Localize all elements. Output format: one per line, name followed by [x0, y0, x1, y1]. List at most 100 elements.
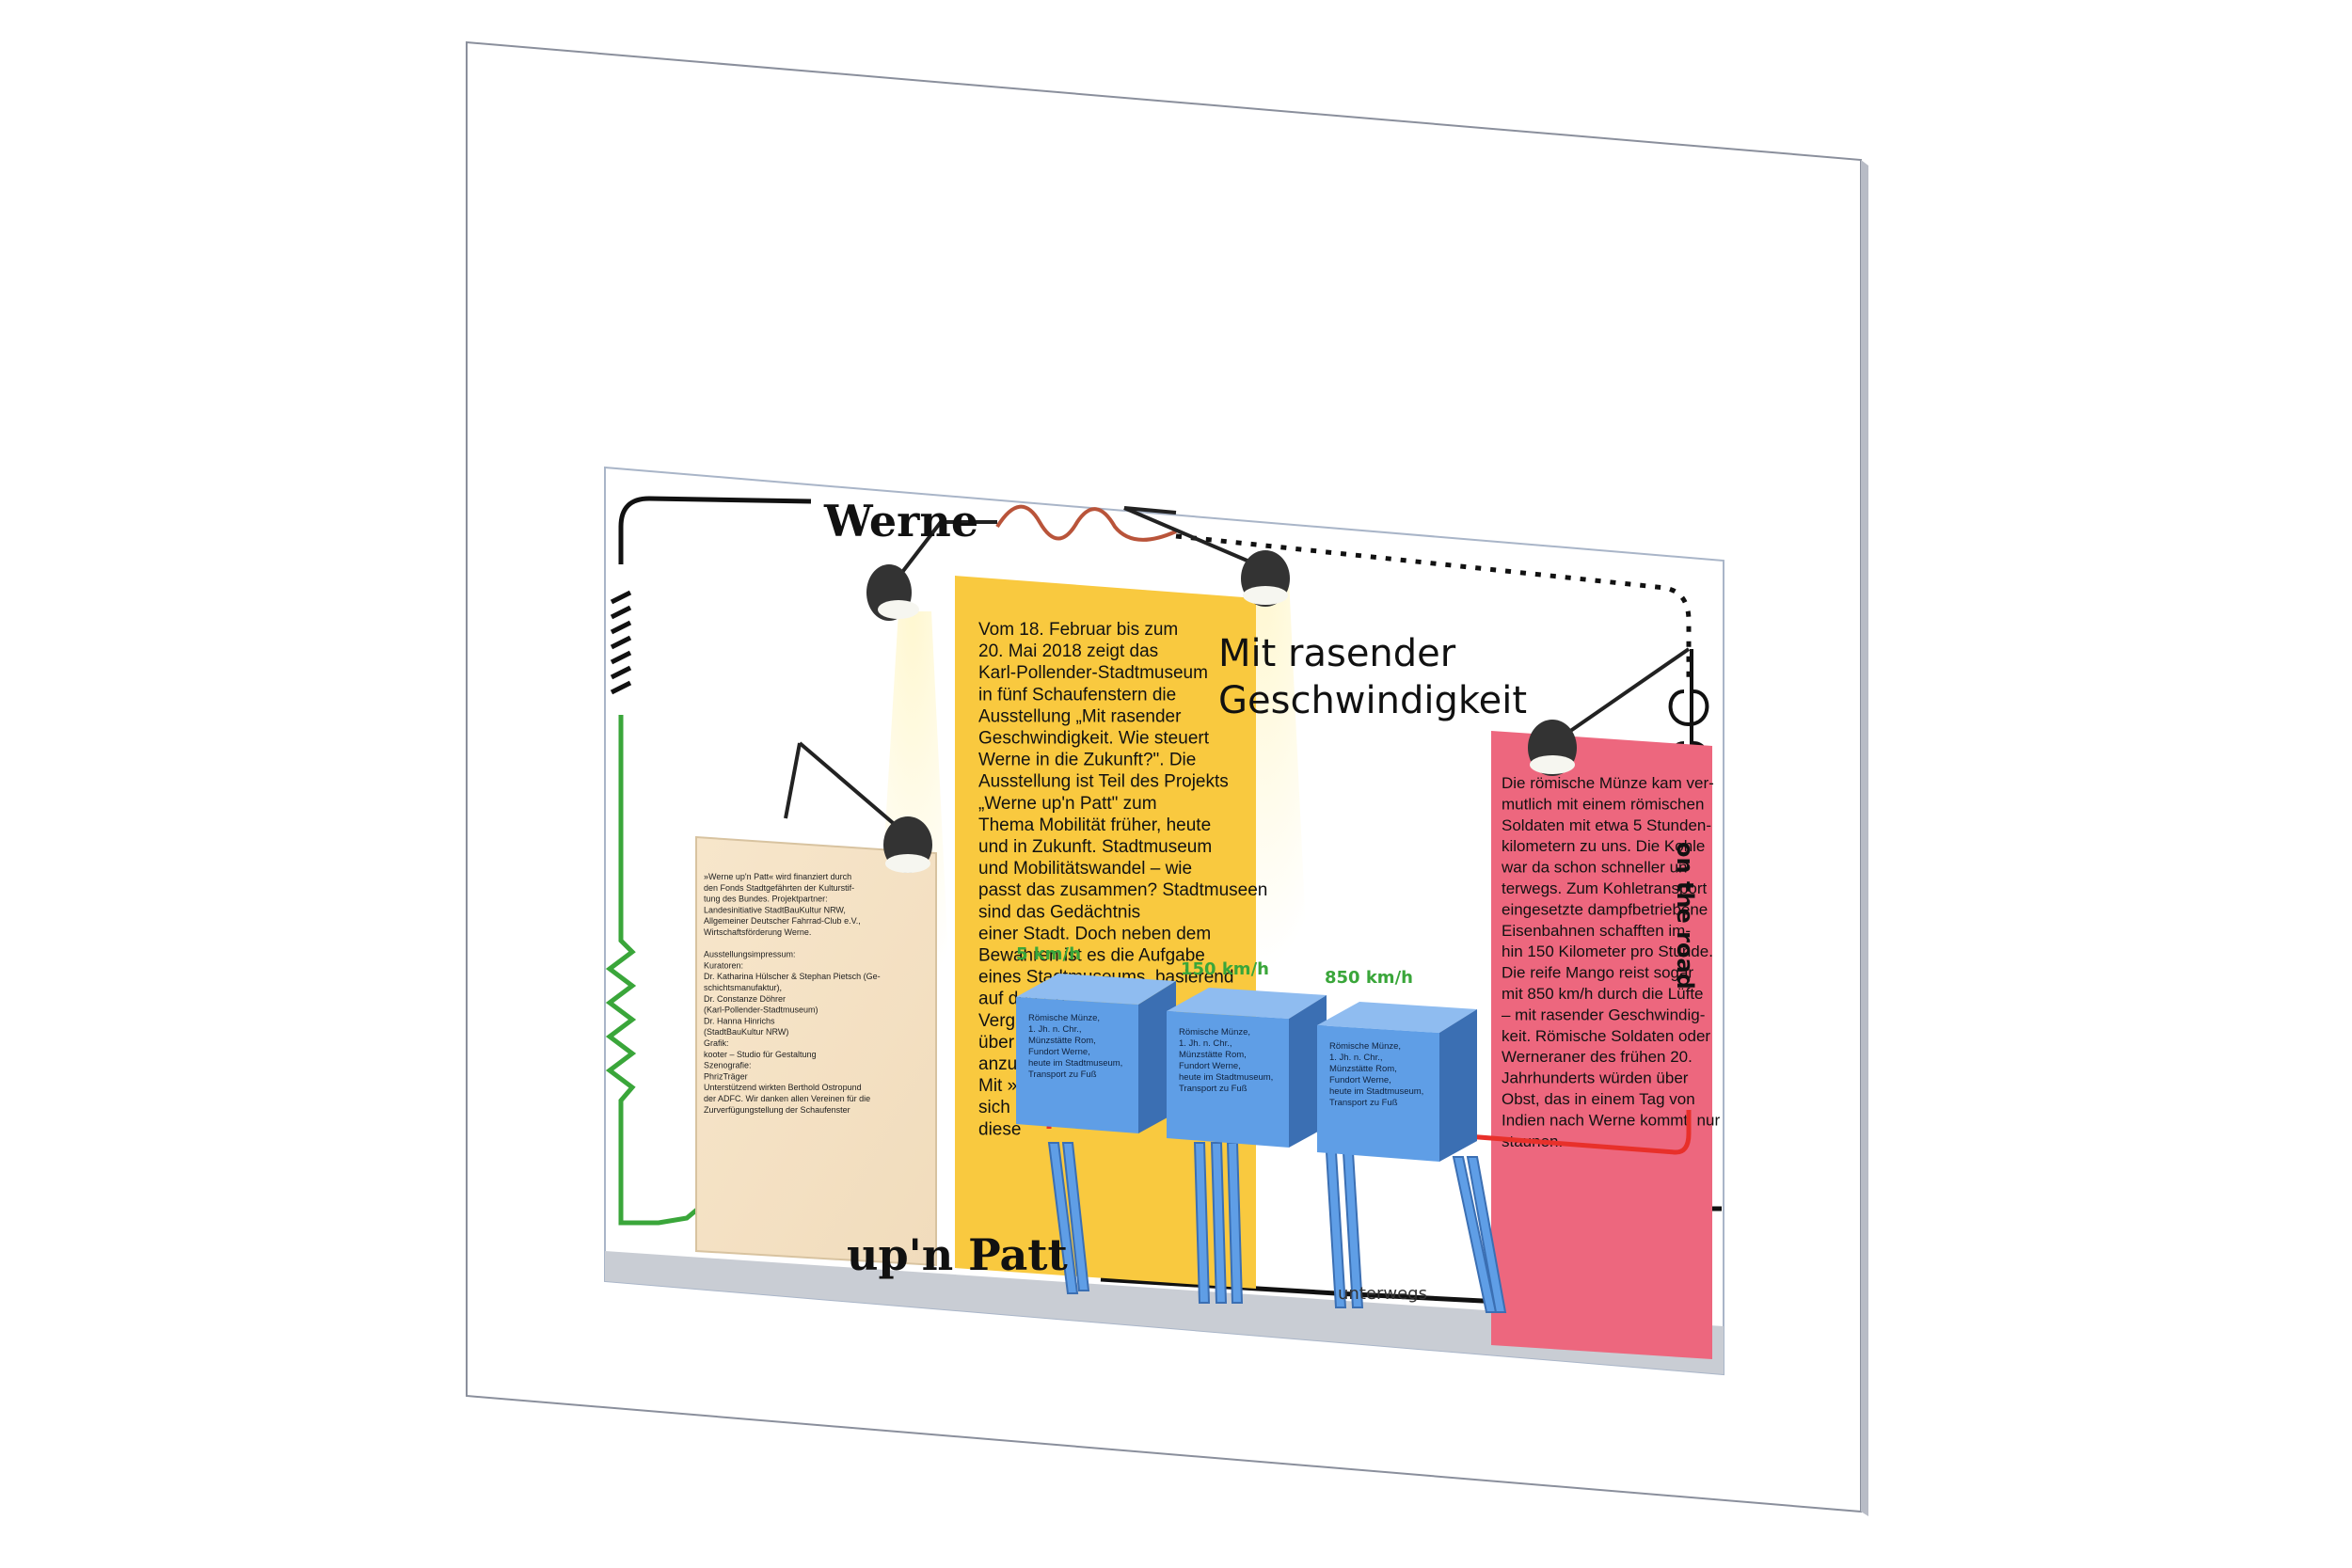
pink-panel-highlight	[1491, 731, 1712, 1359]
exhibition-title-line-2: Geschwindigkeit	[1218, 679, 1527, 722]
yellow-text-line: diese	[978, 1119, 1021, 1139]
pink-text-line: – mit rasender Geschwindig-	[1502, 1006, 1705, 1023]
yellow-text-line: Karl-Pollender-Stadtmuseum	[978, 663, 1208, 683]
exhibit-box-3: Römische Münze,1. Jh. n. Chr.,Münzstätte…	[1317, 1002, 1477, 1162]
pink-text-line: Werneraner des frühen 20.	[1502, 1048, 1692, 1066]
yellow-text-line: Bewahren ist es die Aufgabe	[978, 946, 1205, 966]
pink-text-line: eingesetzte dampfbetriebene	[1502, 900, 1708, 918]
wood-text-line: Kuratoren:	[704, 960, 743, 970]
yellow-text-line: Verga	[978, 1011, 1025, 1031]
pink-text-line: kilometern zu uns. Die Kohle	[1502, 837, 1705, 855]
box-text-2-line: heute im Stadtmuseum,	[1329, 1086, 1423, 1097]
box-text-0-line: Münzstätte Rom,	[1028, 1036, 1096, 1046]
exhibition-title-line-1: Mit rasender	[1218, 632, 1456, 675]
wood-text-line: (StadtBauKultur NRW)	[704, 1027, 788, 1037]
wood-text-line: Dr. Hanna Hinrichs	[704, 1016, 775, 1025]
box-text-1-line: Transport zu Fuß	[1179, 1084, 1248, 1094]
yellow-text-line: Werne in die Zukunft?". Die	[978, 751, 1196, 770]
pink-panel	[1491, 731, 1712, 1359]
pink-text-line: war da schon schneller un	[1501, 859, 1688, 877]
pink-text-line: hin 150 Kilometer pro Stunde.	[1502, 942, 1713, 960]
wood-panel-text: »Werne up'n Patt« wird finanziert durch d…	[704, 872, 881, 1115]
yellow-text-line: sich	[978, 1098, 1010, 1117]
yellow-text-line: und in Zukunft. Stadtmuseum	[978, 837, 1212, 857]
pink-text-line: Eisenbahnen schafften im-	[1502, 922, 1691, 940]
yellow-text-line: Ausstellung ist Teil des Projekts	[978, 772, 1229, 792]
yellow-text-line: und Mobilitätswandel – wie	[978, 859, 1192, 879]
wood-text-line: »Werne up'n Patt« wird finanziert durch	[704, 872, 851, 881]
wood-text-line: Unterstützend wirkten Berthold Ostropund	[704, 1083, 862, 1092]
exhibit-box-1: Römische Münze,1. Jh. n. Chr.,Münzstätte…	[1016, 974, 1176, 1133]
up-n-patt-logo-text: up'n Patt	[847, 1229, 1069, 1280]
wood-text-line: Grafik:	[704, 1038, 729, 1048]
exhibit-box-3-label: Römische Münze,1. Jh. n. Chr.,Münzstätte…	[1329, 1041, 1423, 1108]
wood-text-line: Landesinitiative StadtBauKultur NRW,	[704, 905, 846, 914]
pink-text-line: Obst, das in einem Tag von	[1502, 1090, 1695, 1108]
box-text-2-line: 1. Jh. n. Chr.,	[1329, 1053, 1383, 1063]
exhibit-box-2-label: Römische Münze,1. Jh. n. Chr.,Münzstätte…	[1179, 1027, 1273, 1094]
box-text-0-line: 1. Jh. n. Chr.,	[1028, 1024, 1082, 1035]
wood-text-line: tung des Bundes. Projektpartner:	[704, 895, 828, 904]
yellow-text-line: Geschwindigkeit. Wie steuert	[978, 729, 1210, 749]
speed-label-150: 150 km/h	[1181, 959, 1269, 979]
pink-text-line: terwegs. Zum Kohletransport	[1502, 879, 1708, 897]
pink-text-line: mit 850 km/h durch die Lüfte	[1502, 985, 1704, 1003]
yellow-text-line: in fünf Schaufenstern die	[978, 685, 1176, 705]
unterwegs-label: unterwegs	[1338, 1284, 1427, 1304]
box-text-1-line: Fundort Werne,	[1179, 1061, 1241, 1071]
pink-text-line: Soldaten mit etwa 5 Stunden-	[1502, 816, 1711, 834]
yellow-text-line: „Werne up'n Patt" zum	[978, 794, 1157, 814]
wood-text-line: Wirtschaftsförderung Werne.	[704, 927, 811, 937]
wood-text-line: schichtsmanufaktur),	[704, 983, 782, 992]
wood-text-line: Zurverfügungstellung der Schaufenster	[704, 1105, 850, 1115]
lamp-4	[1528, 647, 1691, 776]
yellow-text-line: passt das zusammen? Stadtmuseen	[978, 880, 1267, 900]
hatch-marks	[610, 590, 632, 695]
yellow-text-line: sind das Gedächtnis	[978, 902, 1140, 922]
box-text-0-line: Fundort Werne,	[1028, 1047, 1090, 1057]
speed-label-850: 850 km/h	[1325, 968, 1413, 988]
werne-logo-text: Werne	[823, 496, 978, 546]
yellow-text-line: Mit »	[978, 1076, 1017, 1096]
pink-text-line: Die reife Mango reist sogar	[1502, 964, 1693, 982]
wood-text-line: Ausstellungsimpressum:	[704, 950, 796, 959]
yellow-text-line: anzu	[978, 1054, 1017, 1074]
lamp-2	[1123, 506, 1290, 607]
yellow-text-line: Thema Mobilität früher, heute	[978, 816, 1211, 835]
wood-text-line: der ADFC. Wir danken allen Vereinen für …	[704, 1094, 870, 1103]
pink-text-line: Jahrhunderts würden über	[1502, 1069, 1689, 1087]
box-text-2-line: Transport zu Fuß	[1329, 1098, 1398, 1108]
wood-text-line: Szenografie:	[704, 1061, 752, 1070]
lamp-3	[784, 741, 932, 873]
pink-text-line: Indien nach Werne kommt, nur	[1502, 1111, 1720, 1129]
box-text-2-line: Münzstätte Rom,	[1329, 1064, 1397, 1074]
black-frame-top-left	[618, 496, 812, 564]
pink-panel-text: Die römische Münze kam ver-mutlich mit e…	[1501, 774, 1720, 1150]
wood-text-line: Dr. Constanze Döhrer	[704, 994, 786, 1004]
yellow-text-line: Ausstellung „Mit rasender	[978, 706, 1182, 726]
box-text-0-line: Römische Münze,	[1028, 1013, 1100, 1023]
box-text-1-line: Münzstätte Rom,	[1179, 1050, 1247, 1060]
exhibit-box-2: Römische Münze,1. Jh. n. Chr.,Münzstätte…	[1167, 988, 1327, 1148]
box-text-2-line: Römische Münze,	[1329, 1041, 1401, 1052]
yellow-text-line: über	[978, 1033, 1015, 1053]
box-text-0-line: heute im Stadtmuseum,	[1028, 1058, 1122, 1069]
box-text-2-line: Fundort Werne,	[1329, 1075, 1391, 1085]
wood-text-line: Dr. Katharina Hülscher & Stephan Pietsch…	[704, 972, 881, 981]
wood-text-line: PhrizTräger	[704, 1071, 748, 1081]
yellow-text-line: einer Stadt. Doch neben dem	[978, 924, 1211, 943]
box-text-1-line: heute im Stadtmuseum,	[1179, 1072, 1273, 1083]
on-the-road-vertical-label: on the road	[1672, 842, 1698, 990]
wood-text-line: (Karl-Pollender-Stadtmuseum)	[704, 1006, 818, 1015]
wood-text-line: den Fonds Stadtgefährten der Kulturstif-	[704, 883, 854, 893]
pink-text-line: Die römische Münze kam ver-	[1502, 774, 1714, 792]
yellow-text-line: Vom 18. Februar bis zum	[978, 620, 1178, 640]
pink-text-line: keit. Römische Soldaten oder	[1502, 1027, 1710, 1045]
yellow-text-line: 20. Mai 2018 zeigt das	[978, 641, 1158, 661]
lamp-1	[866, 520, 997, 621]
speed-label-5: 5 km/h	[1016, 944, 1081, 964]
wood-text-line: kooter – Studio für Gestaltung	[704, 1050, 817, 1059]
wood-text-line: Allgemeiner Deutscher Fahrrad-Club e.V.,	[704, 916, 861, 926]
